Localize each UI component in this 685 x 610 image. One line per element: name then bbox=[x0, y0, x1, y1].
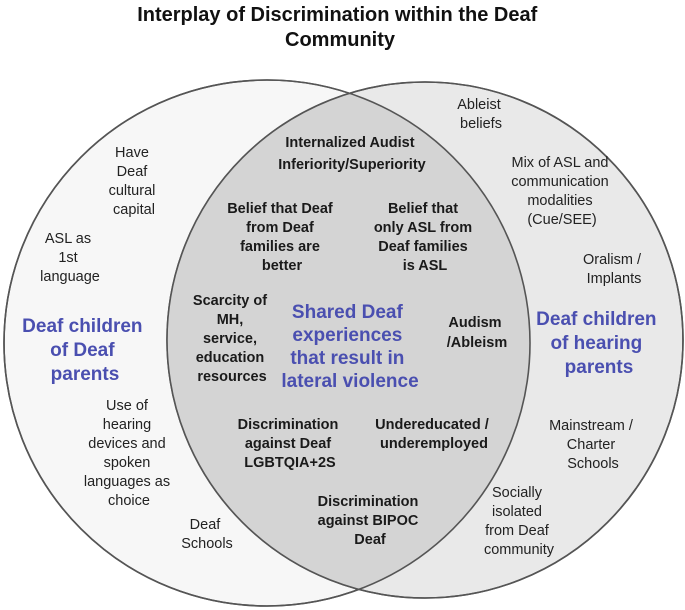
item-line: Undereducated / bbox=[375, 417, 489, 433]
item-line: Internalized Audist bbox=[285, 135, 414, 151]
item-line: better bbox=[262, 258, 303, 274]
item-asl-first-language: ASL as 1st language bbox=[40, 231, 100, 285]
item-line: Oralism / bbox=[583, 252, 642, 268]
item-line: /Ableism bbox=[447, 335, 507, 351]
item-discrimination-bipoc: Discrimination against BIPOC Deaf bbox=[318, 494, 423, 548]
item-line: from Deaf bbox=[485, 523, 550, 539]
item-audism-ableism: Audism /Ableism bbox=[447, 315, 507, 351]
item-belief-deaf-families-better: Belief that Deaf from Deaf families are … bbox=[227, 201, 337, 274]
set-name-line: of hearing bbox=[550, 333, 642, 354]
item-line: (Cue/SEE) bbox=[527, 212, 596, 228]
item-line: LGBTQIA+2S bbox=[244, 455, 336, 471]
item-oralism-implants: Oralism / Implants bbox=[583, 252, 645, 287]
left-circle-outline bbox=[3, 79, 531, 607]
item-internalized-audist: Internalized Audist Inferiority/Superior… bbox=[278, 135, 425, 173]
item-line: hearing bbox=[103, 417, 151, 433]
item-line: Belief that bbox=[388, 201, 458, 217]
item-line: Deaf bbox=[117, 164, 149, 180]
item-line: languages as bbox=[84, 474, 170, 490]
diagram-title: Interplay of Discrimination within the D… bbox=[137, 4, 543, 51]
overlap-name-line: experiences bbox=[292, 325, 402, 346]
item-line: Scarcity of bbox=[193, 293, 267, 309]
item-line: resources bbox=[197, 369, 266, 385]
overlap-name-line: lateral violence bbox=[281, 371, 418, 392]
item-line: community bbox=[484, 542, 555, 558]
item-line: Deaf bbox=[354, 532, 386, 548]
item-line: Ableist bbox=[457, 97, 501, 113]
item-line: Use of bbox=[106, 398, 149, 414]
item-line: Implants bbox=[587, 271, 642, 287]
item-line: isolated bbox=[492, 504, 542, 520]
item-line: Have bbox=[115, 145, 149, 161]
item-mainstream-charter: Mainstream / Charter Schools bbox=[549, 418, 637, 472]
item-deaf-cultural-capital: Have Deaf cultural capital bbox=[109, 145, 160, 218]
item-line: Mix of ASL and bbox=[511, 155, 608, 171]
item-line: Inferiority/Superiority bbox=[278, 157, 425, 173]
item-line: 1st bbox=[58, 250, 77, 266]
item-socially-isolated: Socially isolated from Deaf community bbox=[484, 485, 555, 558]
item-line: education bbox=[196, 350, 264, 366]
item-line: modalities bbox=[527, 193, 592, 209]
item-line: Charter bbox=[567, 437, 616, 453]
item-line: only ASL from bbox=[374, 220, 472, 236]
title-line: Community bbox=[285, 29, 396, 51]
item-line: is ASL bbox=[403, 258, 448, 274]
item-line: Belief that Deaf bbox=[227, 201, 333, 217]
set-name-line: parents bbox=[51, 364, 120, 385]
item-belief-only-asl: Belief that only ASL from Deaf families … bbox=[374, 201, 476, 274]
item-line: Schools bbox=[567, 456, 619, 472]
item-line: Mainstream / bbox=[549, 418, 634, 434]
item-deaf-schools: Deaf Schools bbox=[181, 517, 233, 552]
item-hearing-devices: Use of hearing devices and spoken langua… bbox=[84, 398, 174, 509]
item-scarcity-resources: Scarcity of MH, service, education resou… bbox=[193, 293, 271, 385]
item-line: beliefs bbox=[460, 116, 502, 132]
item-line: against BIPOC bbox=[318, 513, 419, 529]
item-line: spoken bbox=[104, 455, 151, 471]
set-name-line: Deaf children bbox=[536, 309, 656, 330]
item-line: MH, bbox=[217, 312, 244, 328]
set-name-line: of Deaf bbox=[50, 340, 115, 361]
overlap-region bbox=[167, 82, 530, 598]
item-line: underemployed bbox=[380, 436, 488, 452]
item-undereducated-underemployed: Undereducated / underemployed bbox=[375, 417, 493, 452]
item-line: Discrimination bbox=[318, 494, 419, 510]
overlap-name: Shared Deaf experiences that result in l… bbox=[281, 302, 418, 392]
item-line: choice bbox=[108, 493, 150, 509]
item-ableist-beliefs: Ableist beliefs bbox=[457, 97, 505, 132]
title-line: Interplay of Discrimination within the D… bbox=[137, 4, 537, 26]
set-name-deaf-parents: Deaf children of Deaf parents bbox=[22, 316, 148, 385]
set-name-line: Deaf children bbox=[22, 316, 142, 337]
item-line: against Deaf bbox=[245, 436, 331, 452]
item-line: devices and bbox=[88, 436, 165, 452]
item-mix-asl-modalities: Mix of ASL and communication modalities … bbox=[511, 155, 613, 228]
item-line: Socially bbox=[492, 485, 543, 501]
item-line: service, bbox=[203, 331, 257, 347]
item-line: cultural bbox=[109, 183, 156, 199]
item-line: Discrimination bbox=[238, 417, 339, 433]
set-name-line: parents bbox=[565, 357, 634, 378]
overlap-name-line: that result in bbox=[290, 348, 404, 369]
item-line: families are bbox=[240, 239, 320, 255]
item-line: ASL as bbox=[45, 231, 91, 247]
item-line: Schools bbox=[181, 536, 233, 552]
item-line: Deaf families bbox=[378, 239, 467, 255]
item-line: language bbox=[40, 269, 100, 285]
item-discrimination-lgbtqia: Discrimination against Deaf LGBTQIA+2S bbox=[238, 417, 343, 471]
item-line: from Deaf bbox=[246, 220, 314, 236]
item-line: communication bbox=[511, 174, 609, 190]
right-circle-outline bbox=[166, 81, 684, 599]
item-line: Deaf bbox=[190, 517, 222, 533]
overlap-name-line: Shared Deaf bbox=[292, 302, 404, 323]
item-line: Audism bbox=[448, 315, 501, 331]
item-line: capital bbox=[113, 202, 155, 218]
set-name-hearing-parents: Deaf children of hearing parents bbox=[536, 309, 662, 378]
